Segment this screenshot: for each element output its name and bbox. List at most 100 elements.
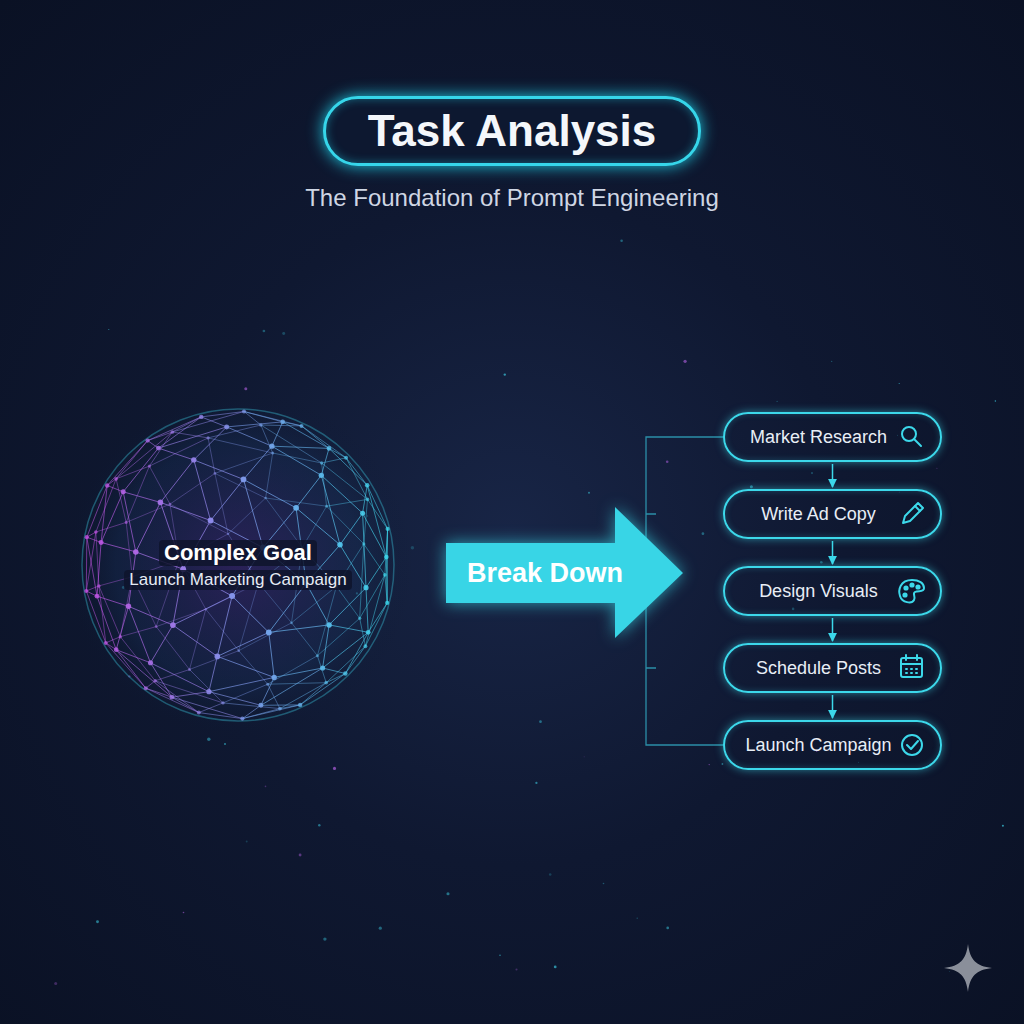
network-line xyxy=(322,463,327,506)
network-node xyxy=(227,533,229,535)
network-node xyxy=(266,683,269,686)
node-subtitle: Launch Marketing Campaign xyxy=(124,570,351,590)
network-line xyxy=(208,425,261,438)
network-line xyxy=(244,412,302,426)
particle xyxy=(379,927,382,930)
particle xyxy=(820,561,823,564)
particle xyxy=(265,786,267,788)
network-line xyxy=(239,583,259,651)
network-line xyxy=(268,684,280,708)
network-line xyxy=(107,486,123,492)
network-node xyxy=(266,630,272,636)
particle xyxy=(896,434,898,436)
network-node xyxy=(156,446,161,451)
caption: The Foundation of Prompt Engineering xyxy=(0,184,1024,212)
network-node xyxy=(114,477,118,481)
check-icon xyxy=(902,735,922,755)
network-line xyxy=(173,625,217,656)
particle xyxy=(899,383,900,384)
network-line xyxy=(201,417,227,427)
network-line xyxy=(148,417,202,441)
network-line xyxy=(228,498,266,534)
network-node xyxy=(365,483,370,488)
network-line xyxy=(368,499,388,529)
network-node xyxy=(363,585,368,590)
network-node xyxy=(148,660,153,665)
network-line xyxy=(170,504,228,534)
network-line xyxy=(106,643,146,688)
network-node xyxy=(94,530,98,534)
node-label: Complex Goal xyxy=(159,540,317,566)
network-line xyxy=(158,448,193,460)
network-line xyxy=(156,627,189,670)
network-line xyxy=(327,499,368,506)
network-line xyxy=(126,466,149,522)
network-line xyxy=(280,683,326,709)
network-node xyxy=(363,644,367,648)
particle xyxy=(584,756,585,757)
network-line xyxy=(116,432,172,479)
network-line xyxy=(106,637,121,643)
network-line xyxy=(172,432,208,438)
network-line xyxy=(172,412,244,433)
network-node xyxy=(158,500,164,506)
network-line xyxy=(120,637,155,681)
particle xyxy=(333,767,336,770)
network-node xyxy=(319,473,324,478)
network-node xyxy=(125,521,128,524)
particle xyxy=(936,468,937,469)
network-line xyxy=(86,532,96,591)
network-node xyxy=(366,498,370,502)
particle xyxy=(535,782,537,784)
network-line xyxy=(244,412,261,426)
network-node xyxy=(316,654,319,657)
network-node xyxy=(344,456,348,460)
network-line xyxy=(239,651,268,685)
network-line xyxy=(268,683,327,685)
network-node xyxy=(206,436,209,439)
network-line xyxy=(209,677,274,691)
network-line xyxy=(340,513,363,545)
network-line xyxy=(345,632,368,673)
network-node xyxy=(300,424,304,428)
network-line xyxy=(302,426,347,458)
network-node xyxy=(169,503,172,506)
network-node xyxy=(214,654,220,660)
calendar-icon xyxy=(901,655,922,677)
network-line xyxy=(360,575,385,619)
particle xyxy=(637,918,638,919)
particle xyxy=(858,762,859,763)
network-line xyxy=(322,458,347,463)
network-node xyxy=(278,707,282,711)
network-line xyxy=(190,609,206,669)
particle xyxy=(750,485,753,488)
particle xyxy=(792,608,795,611)
search-icon xyxy=(902,427,921,446)
network-node xyxy=(197,711,201,715)
network-node xyxy=(97,584,100,587)
network-line xyxy=(146,688,199,712)
network-node xyxy=(199,415,203,419)
network-node xyxy=(99,540,104,545)
network-line xyxy=(266,498,327,506)
network-node xyxy=(383,573,387,577)
particles xyxy=(54,240,1004,985)
network-node xyxy=(95,594,100,599)
network-line xyxy=(327,506,364,544)
network-line xyxy=(201,412,244,417)
network-line xyxy=(244,446,272,479)
network-line xyxy=(215,453,273,473)
sphere-network xyxy=(84,409,389,720)
network-line xyxy=(300,683,326,705)
network-line xyxy=(261,425,322,463)
network-line xyxy=(272,446,321,475)
network-line xyxy=(300,674,345,705)
particle xyxy=(995,400,997,402)
network-line xyxy=(123,492,136,552)
network-node xyxy=(84,589,88,593)
network-node xyxy=(155,625,158,628)
particle xyxy=(554,966,557,969)
network-node xyxy=(188,668,191,671)
network-node xyxy=(327,446,332,451)
palette-icon xyxy=(899,580,924,602)
